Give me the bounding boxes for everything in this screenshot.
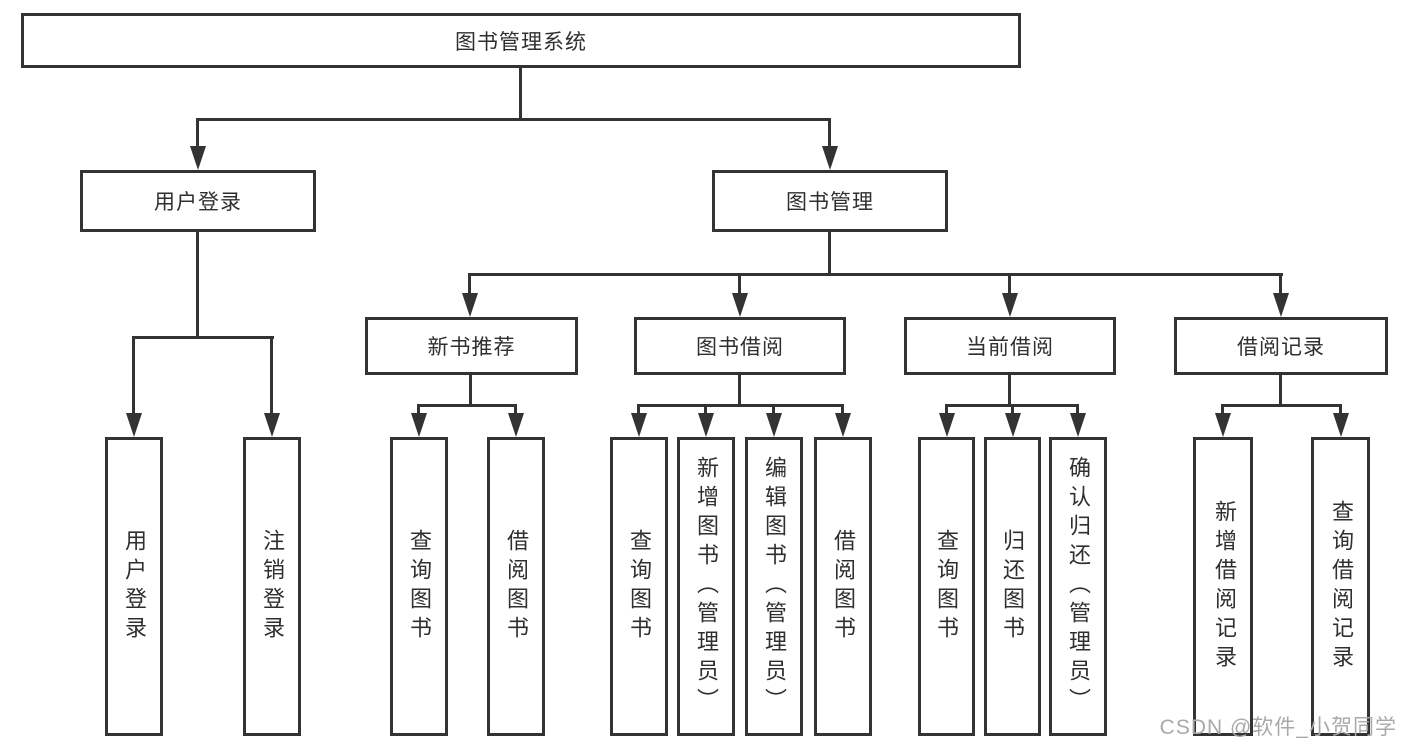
connector-line (270, 336, 273, 415)
connector-line (1279, 273, 1282, 295)
arrow-down-icon (1215, 413, 1231, 437)
connector-line (638, 404, 844, 407)
leaf-return-books: 归还图书 (984, 437, 1041, 736)
arrow-down-icon (1273, 293, 1289, 317)
arrow-down-icon (939, 413, 955, 437)
arrow-down-icon (411, 413, 427, 437)
connector-line (519, 68, 522, 120)
arrow-down-icon (190, 146, 206, 170)
leaf-borrow-books-borrowing: 借阅图书 (814, 437, 872, 736)
arrow-down-icon (698, 413, 714, 437)
arrow-down-icon (631, 413, 647, 437)
connector-line (196, 118, 199, 150)
leaf-confirm-return-admin: 确认归还（管理员） (1049, 437, 1107, 736)
node-current-borrowing: 当前借阅 (904, 317, 1116, 375)
leaf-logout: 注销登录 (243, 437, 301, 736)
connector-line (418, 404, 517, 407)
connector-line (197, 118, 831, 121)
arrow-down-icon (1005, 413, 1021, 437)
connector-line (828, 118, 831, 150)
connector-line (1076, 404, 1079, 415)
connector-line (1011, 404, 1014, 415)
connector-line (132, 336, 135, 415)
arrow-down-icon (462, 293, 478, 317)
connector-line (1221, 404, 1224, 415)
leaf-edit-book-admin: 编辑图书（管理员） (745, 437, 803, 736)
node-label: 借阅记录 (1237, 336, 1325, 359)
arrow-down-icon (822, 146, 838, 170)
connector-line (469, 273, 1283, 276)
leaf-query-books-current: 查询图书 (918, 437, 975, 736)
node-borrowing-records: 借阅记录 (1174, 317, 1388, 375)
arrow-down-icon (835, 413, 851, 437)
connector-line (1279, 375, 1282, 407)
leaf-user-login: 用户登录 (105, 437, 163, 736)
leaf-add-book-admin: 新增图书（管理员） (677, 437, 735, 736)
csdn-watermark: CSDN @软件_小贺同学 (1159, 716, 1397, 739)
node-new-book-recommendation: 新书推荐 (365, 317, 578, 375)
arrow-down-icon (766, 413, 782, 437)
leaf-borrow-books-recommend: 借阅图书 (487, 437, 545, 736)
connector-line (1008, 375, 1011, 407)
arrow-down-icon (508, 413, 524, 437)
arrow-down-icon (1333, 413, 1349, 437)
connector-line (469, 375, 472, 407)
connector-line (945, 404, 948, 415)
connector-line (1222, 404, 1342, 407)
connector-line (772, 404, 775, 415)
leaf-query-books-recommend: 查询图书 (390, 437, 448, 736)
node-user-login: 用户登录 (80, 170, 316, 232)
node-label: 图书管理系统 (455, 30, 587, 54)
connector-line (738, 375, 741, 407)
connector-line (828, 232, 831, 276)
connector-line (738, 273, 741, 295)
arrow-down-icon (126, 413, 142, 437)
arrow-down-icon (1002, 293, 1018, 317)
arrow-down-icon (264, 413, 280, 437)
connector-line (841, 404, 844, 415)
connector-line (417, 404, 420, 415)
connector-line (196, 232, 199, 339)
connector-line (704, 404, 707, 415)
connector-line (468, 273, 471, 295)
leaf-query-borrow-record: 查询借阅记录 (1311, 437, 1370, 736)
node-label: 当前借阅 (966, 336, 1054, 359)
arrow-down-icon (732, 293, 748, 317)
leaf-query-books-borrowing: 查询图书 (610, 437, 668, 736)
node-book-borrowing: 图书借阅 (634, 317, 846, 375)
arrow-down-icon (1070, 413, 1086, 437)
node-label: 新书推荐 (427, 336, 516, 359)
node-label: 用户登录 (154, 191, 242, 214)
connector-line (1008, 273, 1011, 295)
connector-line (1339, 404, 1342, 415)
leaf-add-borrow-record: 新增借阅记录 (1193, 437, 1253, 736)
node-book-management: 图书管理 (712, 170, 948, 232)
node-label: 图书管理 (786, 191, 874, 214)
node-label: 图书借阅 (696, 336, 784, 359)
connector-line (514, 404, 517, 415)
connector-line (637, 404, 640, 415)
connector-line (133, 336, 274, 339)
node-library-management-system: 图书管理系统 (21, 13, 1021, 68)
